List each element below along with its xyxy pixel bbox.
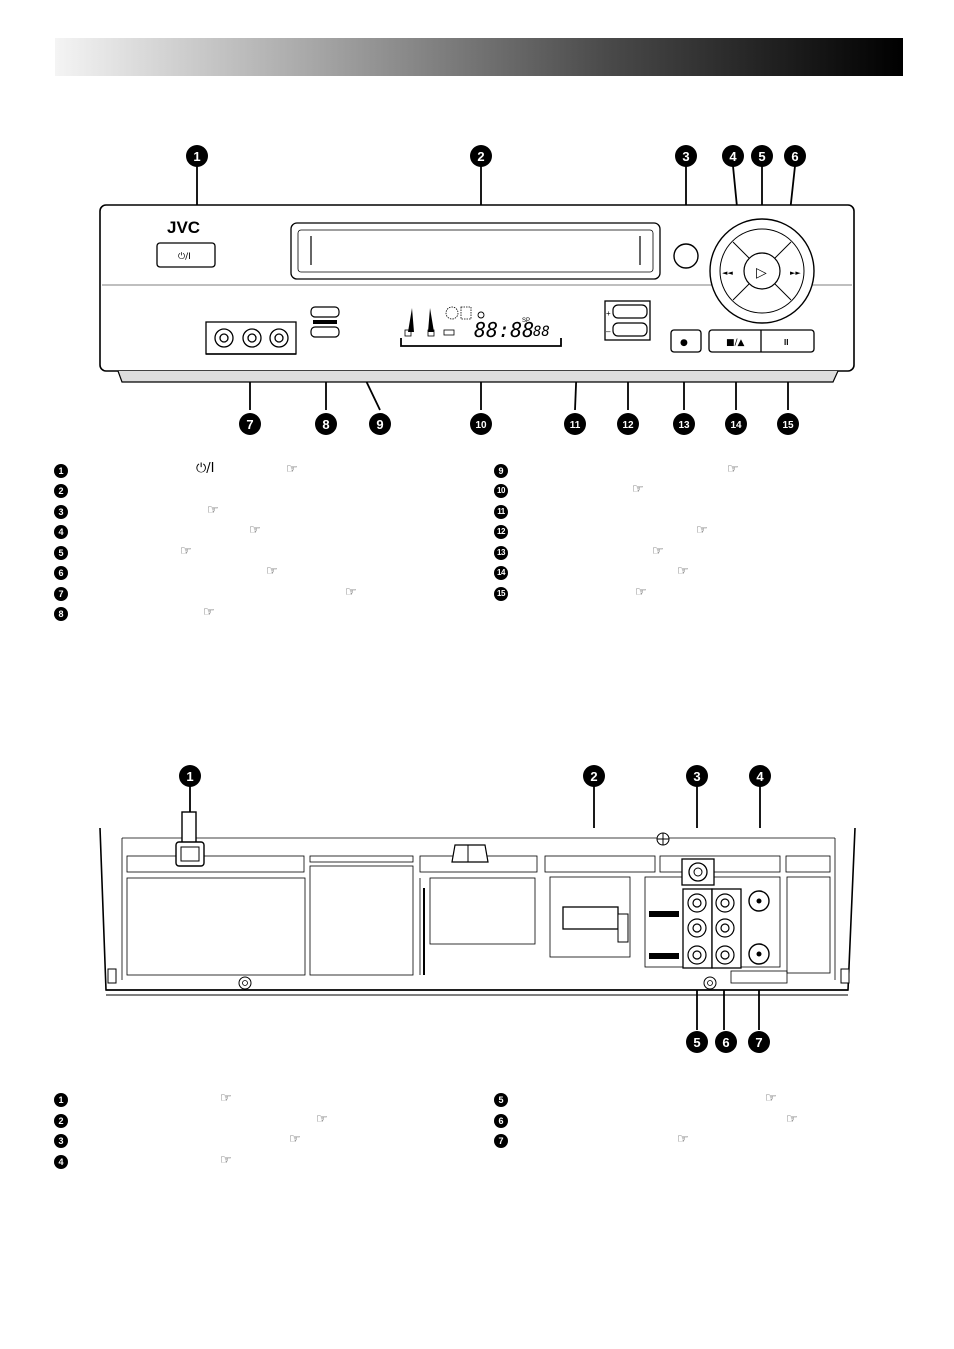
power-cord <box>175 811 205 867</box>
svg-text:3: 3 <box>693 769 700 784</box>
svg-text:4: 4 <box>756 769 764 784</box>
rear-legend-item: 5 <box>494 1090 514 1109</box>
reference-hand-icon: ☞ <box>316 1111 328 1126</box>
svg-text:7: 7 <box>755 1035 762 1050</box>
svg-text:3: 3 <box>682 149 689 164</box>
reference-hand-icon: ☞ <box>635 584 647 599</box>
svg-text:1: 1 <box>186 769 193 784</box>
front-legend-item: 8 <box>54 604 74 623</box>
rear-legend-item: 4 <box>54 1152 74 1171</box>
front-legend-item: 9 <box>494 461 514 480</box>
reference-hand-icon: ☞ <box>180 543 192 558</box>
reference-hand-icon: ☞ <box>786 1111 798 1126</box>
front-legend-item: 15 <box>494 584 514 603</box>
reference-hand-icon: ☞ <box>677 1131 689 1146</box>
svg-text:6: 6 <box>722 1035 729 1050</box>
front-legend-item: 1 <box>54 461 74 480</box>
svg-text:5: 5 <box>758 149 765 164</box>
front-legend-item: 5 <box>54 543 74 562</box>
power-symbol-icon: ⏻/I <box>196 461 215 476</box>
rear-slide-switch[interactable] <box>562 906 619 930</box>
svg-text:9: 9 <box>376 417 383 432</box>
rewind-icon[interactable]: ◄◄ <box>722 269 733 277</box>
reference-hand-icon: ☞ <box>207 502 219 517</box>
svg-text:12: 12 <box>622 420 634 431</box>
front-panel-figure: JVC ⏻/I ▷ ◄◄ ►► 88:88 88 S <box>99 145 855 435</box>
rear-legend-item: 6 <box>494 1111 514 1130</box>
pause-icon[interactable]: II <box>784 338 788 347</box>
reference-hand-icon: ☞ <box>345 584 357 599</box>
svg-text:4: 4 <box>729 149 737 164</box>
reference-hand-icon: ☞ <box>765 1090 777 1105</box>
svg-text:14: 14 <box>730 420 742 431</box>
display-sp-indicator: SP <box>522 318 530 324</box>
svg-text:2: 2 <box>590 769 597 784</box>
reference-hand-icon: ☞ <box>632 481 644 496</box>
svg-text:1: 1 <box>193 149 200 164</box>
display-channel-digits: 88 <box>533 324 550 340</box>
reference-hand-icon: ☞ <box>249 522 261 537</box>
reference-hand-icon: ☞ <box>727 461 739 476</box>
round-button[interactable] <box>673 243 699 269</box>
reference-hand-icon: ☞ <box>652 543 664 558</box>
fast-forward-icon[interactable]: ►► <box>790 269 801 277</box>
play-icon: ▷ <box>756 265 767 281</box>
reference-hand-icon: ☞ <box>203 604 215 619</box>
rear-legend-item: 1 <box>54 1090 74 1109</box>
svg-text:5: 5 <box>693 1035 700 1050</box>
play-button[interactable] <box>743 252 781 290</box>
channel-up-button[interactable] <box>612 304 648 319</box>
channel-minus-sign: – <box>606 327 611 336</box>
front-legend-item: 2 <box>54 481 74 500</box>
front-legend-item: 14 <box>494 563 514 582</box>
reference-hand-icon: ☞ <box>696 522 708 537</box>
channel-down-button[interactable] <box>612 322 648 337</box>
rear-legend-item: 2 <box>54 1111 74 1130</box>
reference-hand-icon: ☞ <box>289 1131 301 1146</box>
svg-text:15: 15 <box>782 420 794 431</box>
front-display-panel: 88:88 88 SP <box>404 306 550 342</box>
front-legend-item: 6 <box>54 563 74 582</box>
svg-text:8: 8 <box>322 417 329 432</box>
reference-hand-icon: ☞ <box>220 1090 232 1105</box>
stop-eject-icon[interactable]: ■/▲ <box>726 338 745 348</box>
channel-plus-sign: + <box>606 309 611 318</box>
rear-legend-item: 7 <box>494 1131 514 1150</box>
display-time-digits: 88:88 <box>474 318 534 342</box>
svg-text:6: 6 <box>791 149 798 164</box>
front-legend-item: 11 <box>494 502 514 521</box>
front-legend-item: 3 <box>54 502 74 521</box>
rear-legend-item: 3 <box>54 1131 74 1150</box>
reference-hand-icon: ☞ <box>677 563 689 578</box>
rear-callouts: 1 2 3 4 5 6 7 <box>179 765 771 1053</box>
front-callouts: 1 2 3 4 5 6 7 8 9 10 11 12 13 14 15 <box>186 145 806 435</box>
front-legend-item: 10 <box>494 481 514 500</box>
cassette-loading-slot <box>290 222 661 280</box>
svg-text:13: 13 <box>678 420 690 431</box>
svg-text:2: 2 <box>477 149 484 164</box>
power-button-label: ⏻/I <box>178 251 191 262</box>
record-icon: ● <box>680 338 688 348</box>
power-button[interactable] <box>156 242 216 268</box>
svg-text:7: 7 <box>246 417 253 432</box>
record-button[interactable] <box>670 329 702 353</box>
front-legend-item: 12 <box>494 522 514 541</box>
reference-hand-icon: ☞ <box>266 563 278 578</box>
front-legend-item: 7 <box>54 584 74 603</box>
mode-button-upper[interactable] <box>310 306 340 318</box>
svg-text:11: 11 <box>570 420 581 431</box>
header-gradient-bar <box>55 38 903 76</box>
jvc-logo: JVC <box>167 218 200 237</box>
mode-button-lower[interactable] <box>310 326 340 338</box>
rear-panel-figure: 1 2 3 4 5 6 7 <box>99 765 856 1053</box>
front-legend-item: 4 <box>54 522 74 541</box>
reference-hand-icon: ☞ <box>286 461 298 476</box>
front-legend-item: 13 <box>494 543 514 562</box>
reference-hand-icon: ☞ <box>220 1152 232 1167</box>
svg-text:10: 10 <box>475 420 487 431</box>
